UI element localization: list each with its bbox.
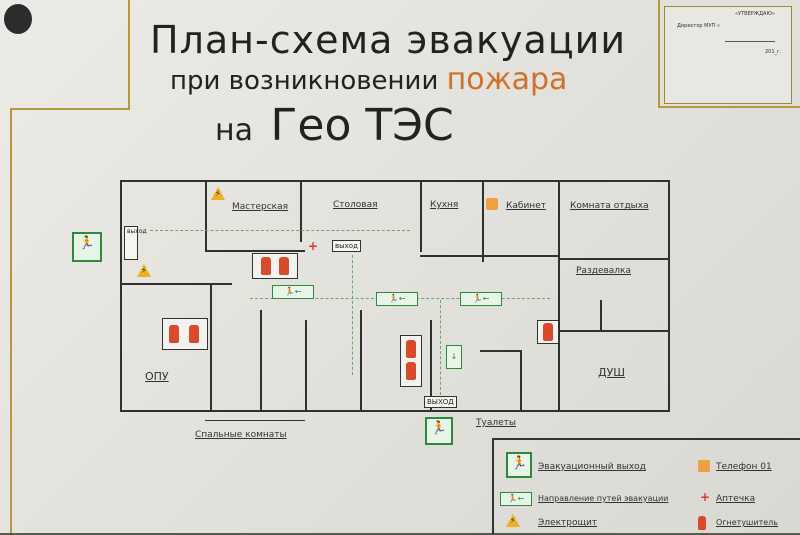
extinguisher-icon [543, 323, 553, 341]
electric-warning-icon: ⚡ [137, 264, 151, 277]
wall-top [120, 180, 670, 182]
extinguisher-box-1 [252, 253, 298, 279]
room-locker: Раздевалка [576, 266, 632, 276]
legend-extinguisher-icon [698, 516, 706, 530]
legend-first-aid: Аптечка [716, 494, 756, 504]
wall-left-room [122, 283, 232, 285]
poster-title: План-схема эвакуации [150, 18, 627, 62]
legend-extinguisher: Огнетушитель [716, 518, 778, 527]
exit-left-text: выход [127, 228, 147, 235]
wall-right [668, 180, 670, 412]
direction-sign-3: 🏃← [460, 292, 502, 306]
extinguisher-box-4 [537, 320, 559, 344]
wall-bedroom-3 [360, 310, 362, 410]
wall-left [120, 180, 122, 412]
exit-label-bottom: ВЫХОД [424, 396, 457, 408]
wall-bottom [120, 410, 670, 412]
frame-line-top-right [658, 106, 800, 108]
approval-director: Директор МУП « [677, 23, 720, 29]
room-rest: Комната отдыха [570, 201, 649, 211]
subtitle-text: при возникновении [170, 66, 439, 96]
poster-facility: на Гео ТЭС [215, 100, 454, 151]
room-opu: ОПУ [145, 370, 169, 383]
wall-inner-2 [300, 182, 302, 242]
extinguisher-icon [261, 257, 271, 275]
subtitle-highlight: пожара [446, 62, 568, 97]
wall-inner-5 [558, 182, 560, 412]
wall-center [430, 320, 432, 410]
exit-label-center: выход [332, 240, 361, 252]
direction-sign-2: 🏃← [376, 292, 418, 306]
wall-bedroom-1 [260, 310, 262, 410]
legend-direction-icon: 🏃← [500, 492, 532, 506]
facility-name: Гео ТЭС [270, 100, 454, 151]
legend-evac-exit: Эвакуационный выход [538, 462, 646, 472]
running-man-icon: 🏃 [511, 456, 528, 471]
room-toilets: Туалеты [476, 418, 516, 428]
approval-header: «УТВЕРЖДАЮ» [735, 11, 775, 17]
wall-inner-3 [420, 182, 422, 252]
legend-phone: Телефон 01 [716, 462, 772, 472]
evac-path-1 [150, 230, 410, 231]
signature-line [725, 41, 775, 42]
bedrooms-bracket [205, 420, 305, 421]
wall-inner-4 [482, 182, 484, 262]
legend-first-aid-icon: + [700, 490, 711, 504]
wall-inner-1 [205, 182, 207, 252]
frame-line-title-right [658, 0, 660, 108]
extinguisher-icon [406, 362, 416, 380]
legend-electric: Электрощит [538, 518, 598, 528]
direction-sign-4: ↓ [446, 345, 462, 369]
watermark-logo [4, 4, 32, 34]
frame-line-top-left [10, 108, 130, 110]
legend-electric-icon: ⚡ [506, 514, 520, 527]
room-canteen: Столовая [333, 200, 378, 210]
phone-icon [486, 198, 498, 210]
electric-warning-icon: ⚡ [211, 187, 225, 200]
wall-toilet [520, 350, 522, 410]
extinguisher-box-2 [162, 318, 208, 350]
room-workshop: Мастерская [232, 202, 289, 212]
evac-path-4 [440, 300, 441, 395]
room-bedrooms: Спальные комнаты [195, 430, 287, 440]
facility-prefix: на [215, 113, 253, 148]
wall-lower-mid [480, 350, 520, 352]
direction-sign-1: 🏃← [272, 285, 314, 299]
poster-subtitle: при возникновении пожара [170, 62, 567, 97]
extinguisher-icon [406, 340, 416, 358]
legend-phone-icon [698, 460, 710, 472]
room-shower: ДУШ [598, 366, 626, 379]
approval-year: 201_г. [765, 49, 782, 55]
wall-bedroom-2 [305, 320, 307, 410]
wall-right-room [560, 258, 668, 260]
exit-sign-bottom: 🏃 [425, 417, 453, 445]
wall-corridor-top [205, 250, 305, 252]
wall-opu-divider [210, 285, 212, 410]
legend-exit-icon: 🏃 [506, 452, 532, 478]
frame-line-title-left [128, 0, 130, 110]
running-man-icon: 🏃 [430, 421, 448, 436]
evac-path-3 [352, 255, 353, 375]
frame-line-left [10, 108, 12, 533]
first-aid-icon: + [308, 239, 319, 253]
wall-corridor-mid [420, 255, 560, 257]
exit-label-left: выход [124, 226, 147, 260]
exit-sign-left: 🏃 [72, 232, 102, 262]
legend: 🏃 Эвакуационный выход 🏃← Направление пут… [492, 438, 800, 535]
running-man-icon: 🏃 [78, 236, 96, 251]
extinguisher-icon [279, 257, 289, 275]
room-kitchen: Кухня [430, 200, 459, 210]
approval-block: «УТВЕРЖДАЮ» Директор МУП « 201_г. [664, 6, 792, 104]
extinguisher-icon [189, 325, 199, 343]
room-office: Кабинет [506, 201, 546, 211]
extinguisher-box-3 [400, 335, 422, 387]
wall-shower-inner [600, 300, 602, 332]
wall-shower [560, 330, 668, 332]
extinguisher-icon [169, 325, 179, 343]
legend-evac-direction: Направление путей эвакуации [538, 494, 669, 503]
